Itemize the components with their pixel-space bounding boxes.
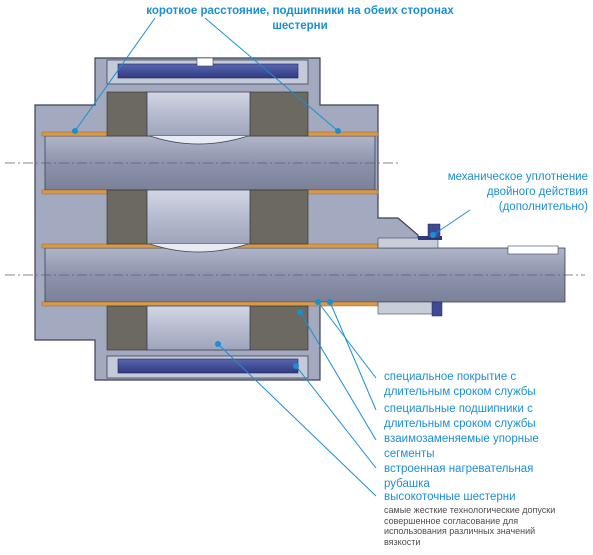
coating-line-2: длительным сроком службы	[384, 386, 536, 398]
gears-note-line-3: использования различных значений	[384, 526, 536, 536]
callout-markers	[72, 128, 436, 369]
gears	[146, 91, 251, 351]
thrust-segments-line-2: сегменты	[384, 448, 435, 460]
bearing-blocks	[106, 91, 309, 351]
bearings-label: специальные подшипники с длительным срок…	[384, 402, 584, 432]
coating-label: специальное покрытие с длительным сроком…	[384, 370, 584, 400]
mechanical-seal-line-1: механическое уплотнение	[447, 171, 588, 183]
mechanical-seal-label: механическое уплотнение двойного действи…	[400, 170, 588, 215]
center-lines	[5, 162, 585, 276]
heating-jacket-label: встроенная нагревательная рубашка	[384, 462, 584, 492]
gears-note-line-4: вязкости	[384, 536, 421, 547]
bearings-line-1: специальные подшипники с	[384, 403, 533, 415]
gears-note: самые жесткие технологические допуски со…	[384, 505, 589, 547]
bearings-line-2: длительным сроком службы	[384, 418, 536, 430]
heating-jacket-line-1: встроенная нагревательная	[384, 463, 534, 475]
thrust-segments-label: взаимозаменяемые упорные сегменты	[384, 432, 584, 462]
top-callout-label: короткое расстояние, подшипники на обеих…	[146, 5, 454, 32]
leader-lines	[74, 17, 471, 497]
mechanical-seal-line-3: (дополнительно)	[498, 201, 588, 213]
gears-label: высокоточные шестерни	[384, 491, 516, 503]
heating-jacket-line-2: рубашка	[384, 478, 430, 490]
heating-jacket	[117, 57, 299, 374]
mechanical-seal	[377, 223, 443, 317]
coating-line-1: специальное покрытие с	[384, 371, 517, 383]
mechanical-seal-line-2: двойного действия	[486, 186, 588, 198]
thrust-segments-line-1: взаимозаменяемые упорные	[384, 433, 539, 445]
gears-note-line-1: самые жесткие технологические допуски	[384, 505, 556, 515]
gears-note-line-2: совершенное согласование для	[384, 515, 519, 526]
